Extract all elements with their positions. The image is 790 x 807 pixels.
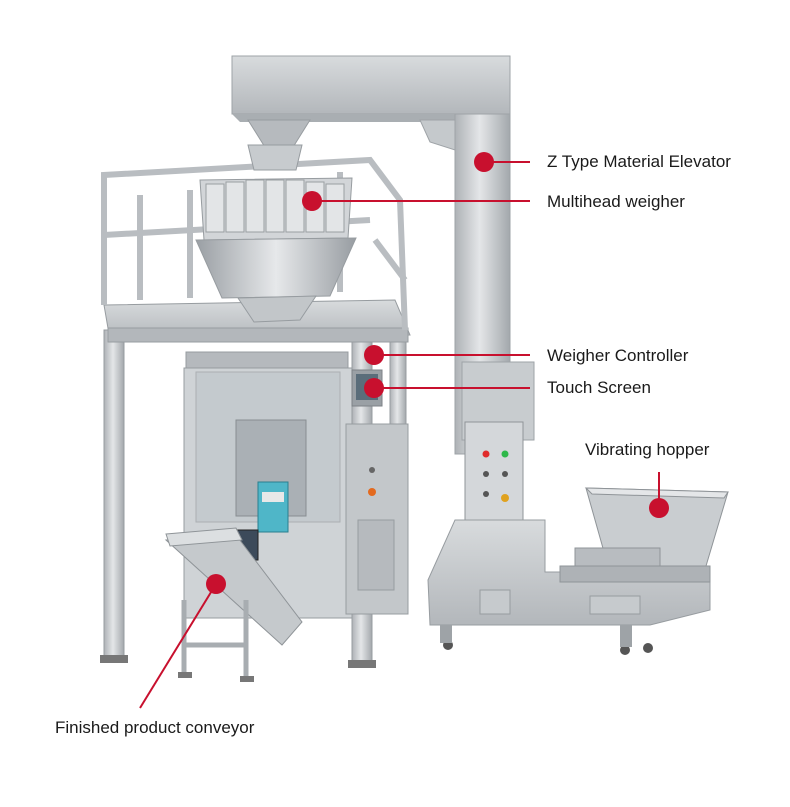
label-touch-screen: Touch Screen bbox=[547, 378, 651, 397]
hopper-marker bbox=[649, 498, 669, 518]
callouts bbox=[139, 161, 660, 709]
label-hopper: Vibrating hopper bbox=[585, 440, 710, 459]
conveyor-marker bbox=[206, 574, 226, 594]
z-elevator bbox=[231, 55, 711, 655]
elevator-marker bbox=[474, 152, 494, 172]
label-weigher: Multihead weigher bbox=[547, 192, 685, 211]
controller-marker bbox=[364, 345, 384, 365]
touch-screen-marker bbox=[364, 378, 384, 398]
label-controller: Weigher Controller bbox=[547, 346, 689, 365]
vibrating-hopper bbox=[559, 487, 729, 583]
label-conveyor: Finished product conveyor bbox=[55, 718, 255, 737]
multihead-weigher bbox=[195, 144, 357, 323]
weigher-marker bbox=[302, 191, 322, 211]
label-elevator: Z Type Material Elevator bbox=[547, 152, 731, 171]
finished-product-conveyor bbox=[164, 527, 303, 682]
callout-markers bbox=[206, 152, 669, 594]
